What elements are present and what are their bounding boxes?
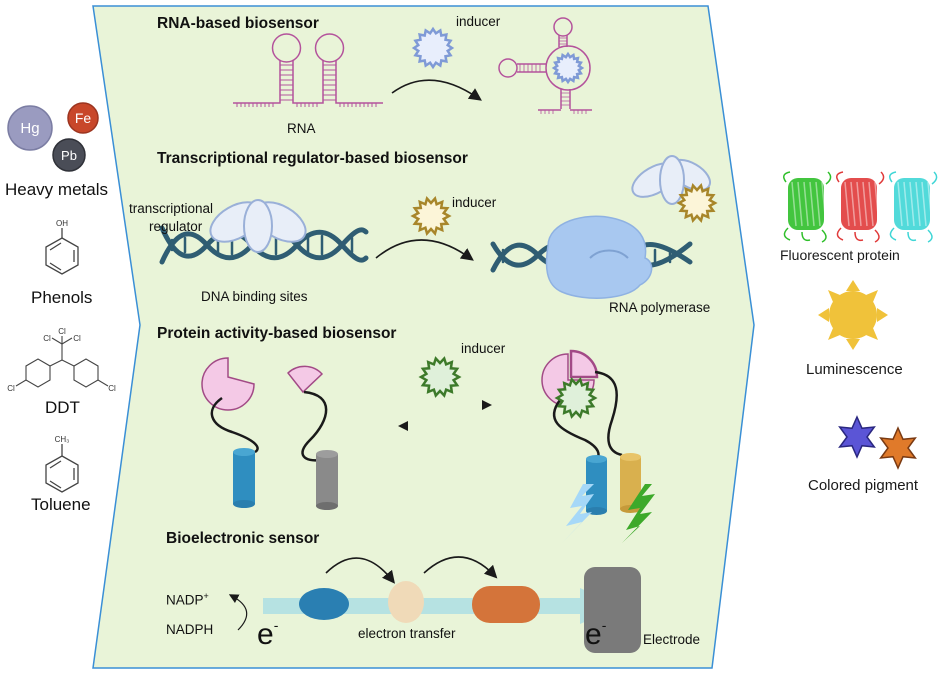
toluene-ch3-label: CH₃: [55, 435, 70, 444]
electron-label: e-: [257, 617, 279, 651]
protein-section-title: Protein activity-based biosensor: [157, 325, 397, 342]
regulator-label-line1: transcriptional: [129, 201, 214, 216]
dna-binding-sites-label: DNA binding sites: [201, 289, 308, 304]
transcriptional-section-title: Transcriptional regulator-based biosenso…: [157, 150, 468, 167]
linker-3: [552, 399, 600, 461]
electron-flow-arrow: [263, 588, 620, 624]
ion-pb: Pb: [61, 148, 77, 163]
fluorescent-protein-red: [836, 171, 885, 243]
carrier-2-icon: [388, 581, 424, 623]
phenol-structure-icon: [45, 228, 79, 275]
ddt-structure-icon: [15, 336, 109, 388]
lightning-green-icon: [622, 484, 655, 543]
carrier-1-icon: [299, 588, 349, 620]
linker-1: [210, 396, 259, 454]
svg-text:Cl: Cl: [7, 384, 15, 393]
electron-transfer-label: electron transfer: [358, 626, 456, 641]
cylinder-blue-icon: [233, 448, 255, 508]
rna-hairpins-icon: [233, 33, 383, 107]
transcription-inducer-label: inducer: [452, 195, 497, 210]
ion-fe: Fe: [75, 110, 92, 126]
protein-inducer-icon: [418, 356, 462, 398]
rna-inducer-icon: [411, 26, 455, 70]
ddt-label: DDT: [45, 398, 80, 417]
transfer-arrow-2: [423, 556, 498, 579]
toluene-structure-icon: [45, 444, 79, 493]
fluorescent-protein-label: Fluorescent protein: [780, 247, 900, 263]
electrode-label: Electrode: [643, 632, 701, 647]
svg-text:Cl: Cl: [58, 327, 66, 336]
protein-domain-large-icon: [201, 357, 255, 411]
nadph-arrow: [228, 594, 248, 631]
pigment-star-blue-icon: [838, 415, 876, 459]
svg-text:Cl: Cl: [43, 334, 51, 343]
cylinder-blue-active-icon: [586, 455, 607, 515]
rna-polymerase-label: RNA polymerase: [609, 300, 711, 315]
toluene-label: Toluene: [31, 495, 91, 514]
fluorescent-protein-cyan: [889, 171, 938, 243]
rna-label: RNA: [287, 121, 316, 136]
bound-inducer-icon: [676, 182, 718, 224]
nadph-label: NADPH: [166, 622, 214, 637]
linker-4: [594, 370, 623, 457]
phenols-label: Phenols: [31, 288, 93, 307]
rna-bound-inducer-icon: [551, 51, 585, 85]
colored-pigment-label: Colored pigment: [808, 477, 919, 494]
heavy-metals-icon: Hg Fe Pb: [7, 102, 99, 172]
svg-text:Cl: Cl: [108, 384, 116, 393]
carrier-3-icon: [472, 586, 540, 623]
fluorescent-protein-green: [783, 171, 832, 243]
transcriptional-regulator-icon: [209, 199, 307, 253]
lightning-blue-icon: [562, 484, 594, 543]
released-regulator-icon: [631, 155, 711, 205]
pigment-star-orange-icon: [879, 426, 917, 470]
protein-inducer-label: inducer: [461, 341, 506, 356]
rna-section-title: RNA-based biosensor: [157, 15, 319, 32]
rna-reaction-arrow: [391, 79, 482, 101]
fluorescent-proteins-icon: [783, 171, 938, 243]
transcription-inducer-icon: [410, 195, 452, 237]
phenol-oh-label: OH: [56, 219, 68, 228]
luminescence-sun-icon: [818, 280, 888, 350]
rna-inducer-label: inducer: [456, 14, 501, 29]
ion-hg: Hg: [20, 120, 39, 137]
luminescence-label: Luminescence: [806, 361, 903, 378]
protein-bound-inducer-icon: [554, 377, 598, 419]
protein-domain-small-icon: [286, 365, 324, 394]
svg-text:Cl: Cl: [73, 334, 81, 343]
linker-2: [301, 390, 328, 462]
electrode-icon: [584, 567, 641, 653]
regulator-label-line2: regulator: [149, 219, 203, 234]
rna-polymerase-icon: [545, 215, 653, 299]
bioelectronic-section-title: Bioelectronic sensor: [166, 530, 320, 547]
electrode-electron-label: e-: [585, 617, 607, 651]
transfer-arrow-1: [325, 557, 396, 584]
heavy-metals-label: Heavy metals: [5, 180, 108, 199]
transcription-reaction-arrow: [375, 239, 474, 261]
cylinder-gray-icon: [316, 450, 338, 510]
nadp-label: NADP+: [166, 591, 209, 608]
rna-aptamer-bound-icon: [498, 17, 592, 114]
